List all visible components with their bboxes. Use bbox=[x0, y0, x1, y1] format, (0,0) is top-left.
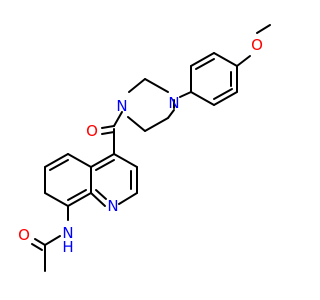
bond bbox=[49, 159, 69, 171]
bond bbox=[236, 55, 251, 67]
bond bbox=[118, 192, 138, 205]
piperazine-nitrogen-bottom-label: N bbox=[116, 97, 127, 115]
bond bbox=[44, 192, 69, 207]
bond bbox=[44, 235, 61, 246]
bond bbox=[190, 52, 215, 67]
acetyl-oxygen-label: O bbox=[18, 226, 30, 244]
bond bbox=[144, 117, 169, 132]
bond bbox=[179, 91, 192, 98]
bond bbox=[113, 153, 138, 168]
bond bbox=[213, 91, 238, 106]
bond bbox=[95, 159, 115, 171]
amide-nitrogen-label: N bbox=[62, 224, 73, 242]
carbonyl-oxygen-label: O bbox=[86, 122, 98, 140]
bond bbox=[31, 243, 43, 251]
bond bbox=[213, 52, 238, 67]
bond bbox=[101, 131, 115, 135]
bond bbox=[67, 153, 92, 168]
bond bbox=[34, 238, 46, 246]
bond bbox=[101, 125, 115, 129]
bond bbox=[167, 109, 175, 119]
atom-labels: O N N O N N H O bbox=[18, 36, 263, 256]
bond bbox=[90, 192, 106, 207]
molecule-structure: O N N O N N H O bbox=[18, 24, 271, 272]
amide-hydrogen-label: H bbox=[62, 238, 73, 256]
bond bbox=[195, 58, 215, 70]
bond bbox=[67, 189, 87, 201]
bonds bbox=[31, 24, 271, 272]
bond bbox=[44, 153, 69, 168]
bond bbox=[213, 88, 233, 100]
bond bbox=[256, 24, 271, 34]
bond bbox=[90, 153, 115, 168]
bond bbox=[127, 116, 146, 132]
piperazine-nitrogen-top-label: N bbox=[168, 94, 179, 112]
quinoline-nitrogen-label: N bbox=[107, 197, 118, 215]
molecule-canvas: O N N O N N H O bbox=[18, 24, 271, 272]
bond bbox=[67, 192, 92, 207]
bond bbox=[95, 189, 107, 200]
bond bbox=[113, 111, 123, 127]
methoxy-oxygen-label: O bbox=[251, 36, 263, 54]
bond bbox=[144, 78, 169, 93]
bond bbox=[190, 91, 215, 106]
bond bbox=[128, 78, 146, 93]
